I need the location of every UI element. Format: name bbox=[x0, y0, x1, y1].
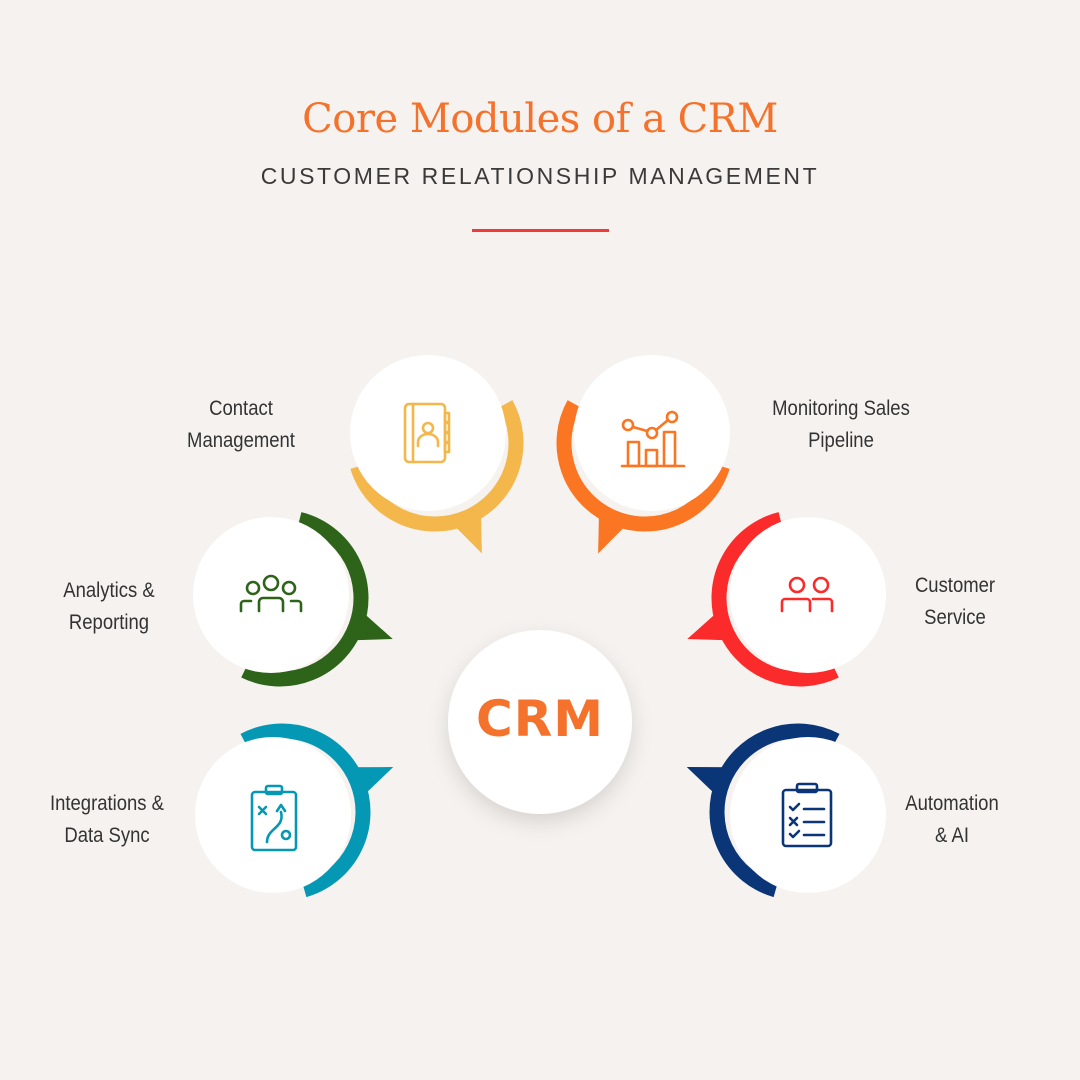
module-circle bbox=[193, 517, 349, 673]
module-node-customer-service bbox=[687, 512, 886, 687]
label-automation-ai: Automation & AI bbox=[864, 788, 1040, 852]
label-line: Service bbox=[924, 606, 986, 629]
module-pointer bbox=[345, 607, 393, 641]
contact-book-icon bbox=[403, 402, 451, 464]
group-people-icon bbox=[239, 574, 303, 613]
label-analytics-reporting: Analytics & Reporting bbox=[21, 575, 197, 639]
label-customer-service: Customer Service bbox=[867, 570, 1043, 634]
label-line: Analytics & bbox=[63, 579, 155, 602]
label-contact-management: Contact Management bbox=[153, 393, 329, 457]
module-pointer bbox=[345, 767, 394, 800]
two-people-icon bbox=[780, 576, 834, 613]
label-line: Management bbox=[187, 429, 295, 452]
module-circle bbox=[574, 355, 730, 511]
module-pointer bbox=[598, 506, 632, 554]
module-node-integrations-data-sync bbox=[195, 723, 394, 898]
page-title: Core Modules of a CRM bbox=[302, 96, 778, 142]
label-line: Customer bbox=[914, 574, 996, 597]
label-line: Automation bbox=[905, 792, 999, 815]
label-monitoring-sales-pipeline: Monitoring Sales Pipeline bbox=[753, 393, 929, 457]
label-line: Pipeline bbox=[808, 429, 874, 452]
label-line: Monitoring Sales bbox=[772, 397, 910, 420]
checklist-clipboard-icon bbox=[781, 782, 833, 848]
label-integrations-data-sync: Integrations & Data Sync bbox=[19, 788, 195, 852]
label-line: Data Sync bbox=[64, 824, 150, 847]
module-circle bbox=[195, 737, 351, 893]
strategy-clipboard-icon bbox=[250, 784, 298, 852]
module-node-automation-ai bbox=[686, 723, 886, 898]
label-line: Contact bbox=[209, 397, 273, 420]
label-line: Integrations & bbox=[49, 792, 165, 815]
module-pointer bbox=[448, 506, 482, 554]
label-line: & AI bbox=[935, 824, 969, 847]
bar-chart-trend-icon bbox=[620, 410, 686, 468]
label-line: Reporting bbox=[68, 611, 150, 634]
module-node-contact-management bbox=[350, 355, 524, 554]
module-pointer bbox=[687, 607, 735, 641]
module-circle bbox=[730, 737, 886, 893]
crm-center-label: CRM bbox=[476, 690, 604, 748]
module-circle bbox=[730, 517, 886, 673]
module-node-monitoring-sales-pipeline bbox=[556, 355, 730, 554]
module-pointer bbox=[686, 767, 735, 800]
crm-center-circle bbox=[448, 630, 632, 814]
module-node-analytics-reporting bbox=[193, 512, 393, 687]
page-subtitle: CUSTOMER RELATIONSHIP MANAGEMENT bbox=[260, 163, 820, 189]
title-divider bbox=[472, 229, 609, 232]
